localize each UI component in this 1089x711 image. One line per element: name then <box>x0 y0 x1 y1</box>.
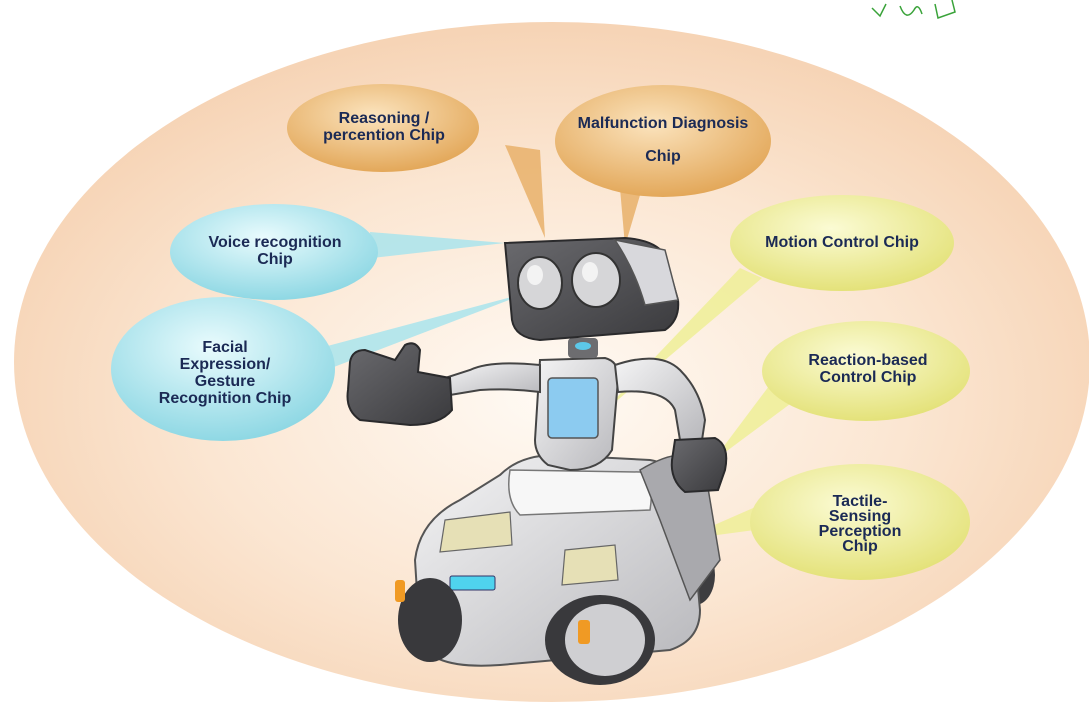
robot-wheel-light-left <box>395 580 405 602</box>
tactile-bubble <box>750 464 970 580</box>
robot-right-arm <box>613 357 707 441</box>
robot-left-hand <box>346 342 454 427</box>
robot-neck-light <box>575 342 591 350</box>
robot-eye-right <box>571 252 621 308</box>
voice-pointer <box>370 232 505 258</box>
robot-wheel-right-hub <box>565 604 645 676</box>
robot-wheel-left <box>398 578 462 662</box>
robot-head-side-panel <box>613 238 679 306</box>
robot-chest-screen <box>547 377 599 439</box>
robot-front-light <box>449 575 496 591</box>
scribble-decoration <box>871 0 956 19</box>
facial-bubble <box>111 297 335 441</box>
reaction-bubble <box>762 321 970 421</box>
robot-wheel-light-right <box>578 620 590 644</box>
robot-illustration <box>346 236 728 685</box>
reasoning-pointer <box>505 145 545 238</box>
reasoning-bubble <box>287 84 479 172</box>
voice-bubble <box>170 204 378 300</box>
robot-base-top <box>508 469 652 516</box>
robot-right-hand <box>670 436 728 494</box>
motion-bubble <box>730 195 954 291</box>
malfunction-bubble <box>555 85 771 197</box>
robot-pad-left <box>439 511 513 553</box>
facial-pointer <box>320 292 530 370</box>
robot-pad-right <box>561 544 619 586</box>
robot-eye-left <box>517 256 563 310</box>
reaction-pointer <box>712 378 790 462</box>
